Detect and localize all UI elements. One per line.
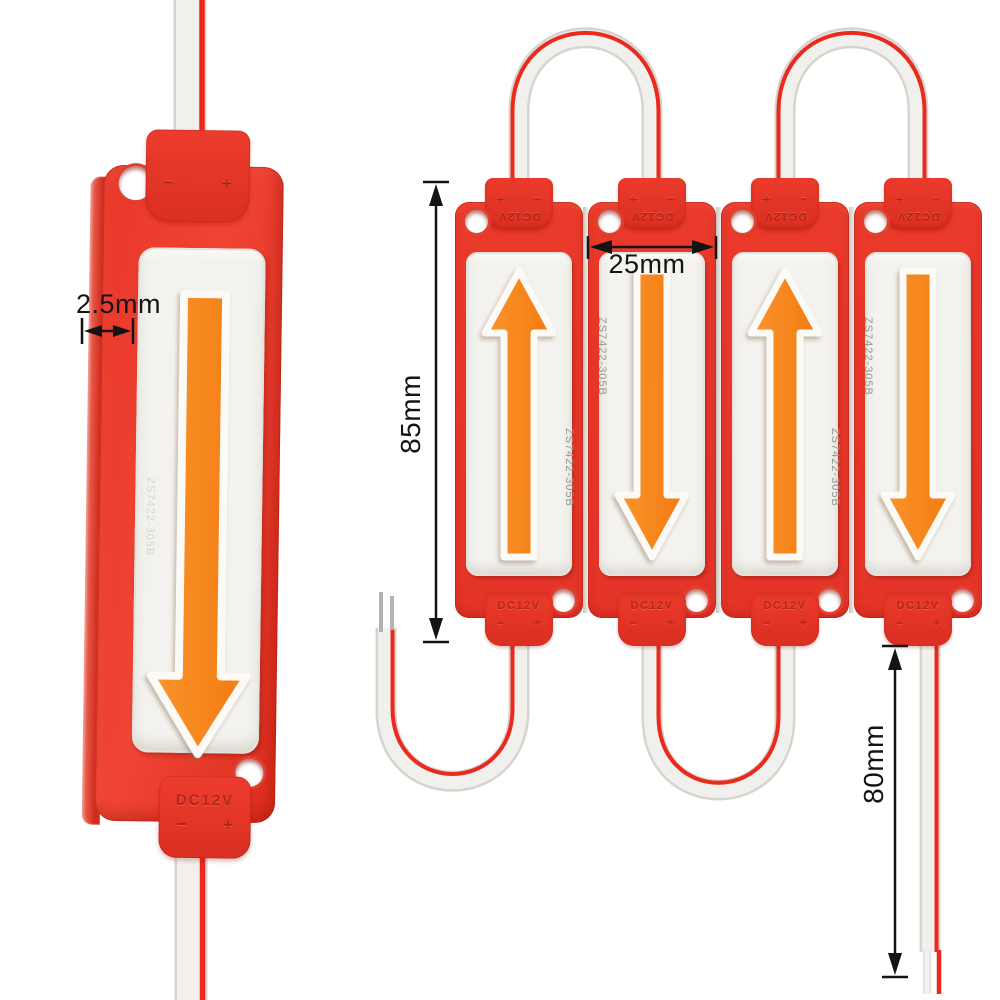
cob-panel (466, 252, 572, 576)
voltage-label: DC12V (630, 600, 674, 612)
voltage-label: DC12V (896, 600, 940, 612)
arrow-up-graphic (481, 267, 557, 561)
connector-tab-top: DC12V − + (618, 178, 686, 230)
plus-mark: + (666, 616, 674, 630)
connector-tab-bottom: DC12V − + (618, 592, 686, 646)
edge-thickness-label: 2.5mm (76, 289, 162, 319)
voltage-label: DC12V (896, 210, 940, 222)
minus-mark: − (896, 616, 904, 630)
plus-mark: + (896, 192, 904, 206)
plus-mark: + (221, 173, 232, 193)
module-code-text: ZS7422-305B (596, 317, 608, 396)
arrow-down-graphic (880, 267, 956, 561)
wire-left-bottom (174, 840, 208, 1000)
polarity-marks: − + (618, 192, 686, 206)
module-code-text: ZS7422-305B (563, 428, 575, 507)
screw-hole (731, 210, 754, 233)
arrow-up-graphic (747, 267, 823, 561)
led-module-4: DC12V − + ZS7422-305B DC12V − + (849, 178, 982, 646)
connector-tab-top: DC12V − + (884, 178, 952, 230)
cob-panel (732, 252, 838, 576)
polarity-marks: − + (485, 616, 553, 630)
arrow-down-graphic (146, 289, 251, 759)
connector-tab-top: + − (145, 129, 251, 223)
screw-hole (465, 210, 488, 233)
connector-tab-bottom: DC12V − + (158, 775, 252, 859)
polarity-marks: + − (146, 171, 250, 193)
module-code-text: ZS7422-305B (143, 477, 157, 557)
cob-panel (599, 252, 705, 576)
connector-tab-top: DC12V − + (751, 178, 819, 230)
polarity-marks: − + (751, 616, 819, 630)
wire-left-top (173, 0, 207, 150)
connector-tab-top: DC12V − + (485, 178, 553, 230)
minus-mark: − (763, 616, 771, 630)
screw-hole (818, 589, 841, 612)
screw-hole (951, 589, 974, 612)
screw-hole (864, 210, 887, 233)
minus-mark: − (932, 192, 940, 206)
module-code-text: ZS7422-305B (829, 428, 841, 507)
polarity-marks: − + (618, 616, 686, 630)
wire-bottom-loop-mid (641, 600, 796, 801)
wire-output-lead (919, 600, 942, 994)
wire-input-lead (375, 592, 530, 792)
screw-hole (598, 210, 621, 233)
screw-hole (552, 589, 575, 612)
minus-mark: − (799, 192, 807, 206)
voltage-label: DC12V (763, 600, 807, 612)
led-module-3: DC12V − + ZS7422-305B DC12V − + (716, 178, 849, 646)
wire-top-loop-2 (774, 27, 929, 210)
module-body: ZS7422-305B (94, 164, 284, 824)
arrow-down-graphic (614, 267, 690, 561)
wire-top-loop-1 (508, 27, 663, 210)
led-module-1: DC12V − + ZS7422-305B DC12V − + (455, 178, 583, 646)
plus-mark: + (630, 192, 638, 206)
plus-mark: + (932, 616, 940, 630)
module-width-label: 25mm (608, 249, 686, 279)
polarity-marks: − + (884, 192, 952, 206)
plus-mark: + (497, 192, 505, 206)
minus-mark: − (497, 616, 505, 630)
connector-tab-bottom: DC12V − + (751, 592, 819, 646)
cob-panel: ZS7422-305B (131, 247, 266, 759)
minus-mark: − (630, 616, 638, 630)
polarity-marks: − + (884, 616, 952, 630)
screw-hole (685, 589, 708, 612)
polarity-marks: − + (485, 192, 553, 206)
led-module-2: DC12V − + ZS7422-305B DC12V − + (583, 178, 716, 646)
module-length-label: 85mm (395, 374, 426, 454)
module-code-text: ZS7422-305B (862, 317, 874, 396)
voltage-label: DC12V (630, 210, 674, 222)
minus-mark: − (163, 172, 174, 192)
plus-mark: + (763, 192, 771, 206)
voltage-label: DC12V (175, 791, 235, 810)
polarity-marks: − + (159, 815, 251, 836)
connector-tab-bottom: DC12V − + (485, 592, 553, 646)
voltage-label: DC12V (497, 600, 541, 612)
minus-mark: − (176, 814, 187, 834)
plus-mark: + (799, 616, 807, 630)
minus-mark: − (666, 192, 674, 206)
connector-tab-bottom: DC12V − + (884, 592, 952, 646)
plus-mark: + (222, 815, 233, 835)
wire-length-label: 80mm (858, 724, 889, 804)
voltage-label: DC12V (763, 210, 807, 222)
minus-mark: − (533, 192, 541, 206)
plus-mark: + (533, 616, 541, 630)
polarity-marks: − + (751, 192, 819, 206)
voltage-label: DC12V (497, 210, 541, 222)
cob-panel (865, 252, 971, 576)
